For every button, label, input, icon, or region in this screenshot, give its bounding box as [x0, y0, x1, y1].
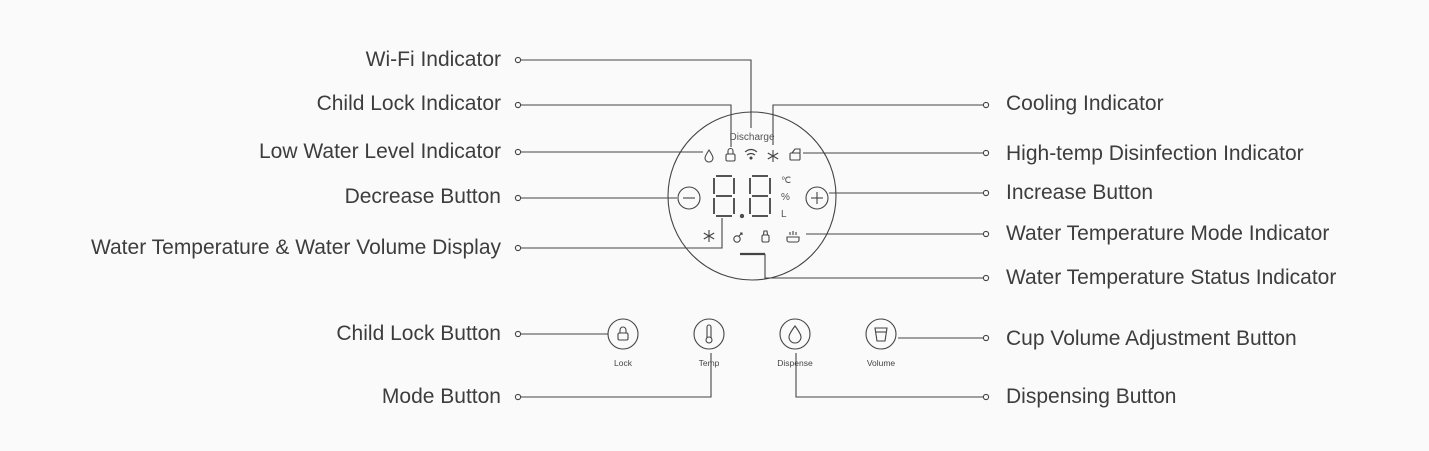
cooling-leader: [772, 104, 983, 145]
increase-button[interactable]: [805, 186, 829, 210]
lock-button[interactable]: [607, 318, 639, 350]
wifi-icon: [744, 148, 758, 156]
asterisk-icon: [703, 230, 715, 242]
snowflake-icon: [767, 150, 779, 162]
water-drop-icon: [704, 149, 714, 163]
disinfection-indicator-label: High-temp Disinfection Indicator: [1006, 142, 1304, 165]
decrease-button-label: Decrease Button: [344, 185, 501, 208]
milk-bottle-icon: [761, 230, 770, 243]
temp-status-indicator-label: Water Temperature Status Indicator: [1006, 266, 1337, 289]
volume-button-caption: Volume: [867, 358, 896, 368]
child-lock-leader: [521, 104, 732, 147]
dispense-drop-icon: [788, 325, 802, 344]
display-label: Water Temperature & Water Volume Display: [90, 236, 501, 259]
discharge-text: Discharge: [729, 132, 774, 143]
temp-status-leader: [764, 254, 983, 279]
dispense-button[interactable]: [779, 318, 811, 350]
lock-button-caption: Lock: [614, 358, 633, 368]
wifi-leader: [521, 59, 752, 128]
disinfection-icon: [789, 148, 801, 161]
panel-circle: [667, 111, 837, 281]
wifi-indicator-label: Wi-Fi Indicator: [365, 48, 501, 71]
thermometer-icon: [705, 324, 713, 344]
dispense-button-caption: Dispense: [777, 358, 813, 368]
boiling-icon: [786, 231, 800, 243]
cooling-indicator-label: Cooling Indicator: [1006, 92, 1164, 115]
temp-button[interactable]: [693, 318, 725, 350]
percent-unit: %: [781, 192, 790, 203]
child-lock-button-label: Child Lock Button: [336, 322, 501, 345]
volume-button[interactable]: [865, 318, 897, 350]
temp-button-caption: Temp: [699, 358, 720, 368]
lock-button-icon: [617, 332, 629, 341]
tea-icon: [733, 232, 743, 243]
liter-unit: L: [781, 209, 787, 220]
cup-icon: [874, 327, 888, 342]
increase-button-label: Increase Button: [1006, 181, 1154, 204]
child-lock-indicator-label: Child Lock Indicator: [316, 92, 501, 115]
display-leader: [521, 218, 723, 249]
mode-button-label: Mode Button: [381, 385, 501, 408]
digit-display: [713, 175, 771, 217]
temp-mode-indicator-label: Water Temperature Mode Indicator: [1006, 222, 1330, 245]
decrease-button[interactable]: [677, 186, 701, 210]
low-water-indicator-label: Low Water Level Indicator: [258, 140, 501, 163]
mode-button-leader: [521, 353, 712, 398]
dispensing-button-label: Dispensing Button: [1006, 385, 1177, 408]
dispensing-leader: [795, 353, 983, 398]
decimal-point: [739, 213, 745, 219]
cup-volume-button-label: Cup Volume Adjustment Button: [1006, 327, 1297, 350]
celsius-unit: ℃: [781, 175, 791, 185]
lock-icon: [725, 153, 736, 162]
